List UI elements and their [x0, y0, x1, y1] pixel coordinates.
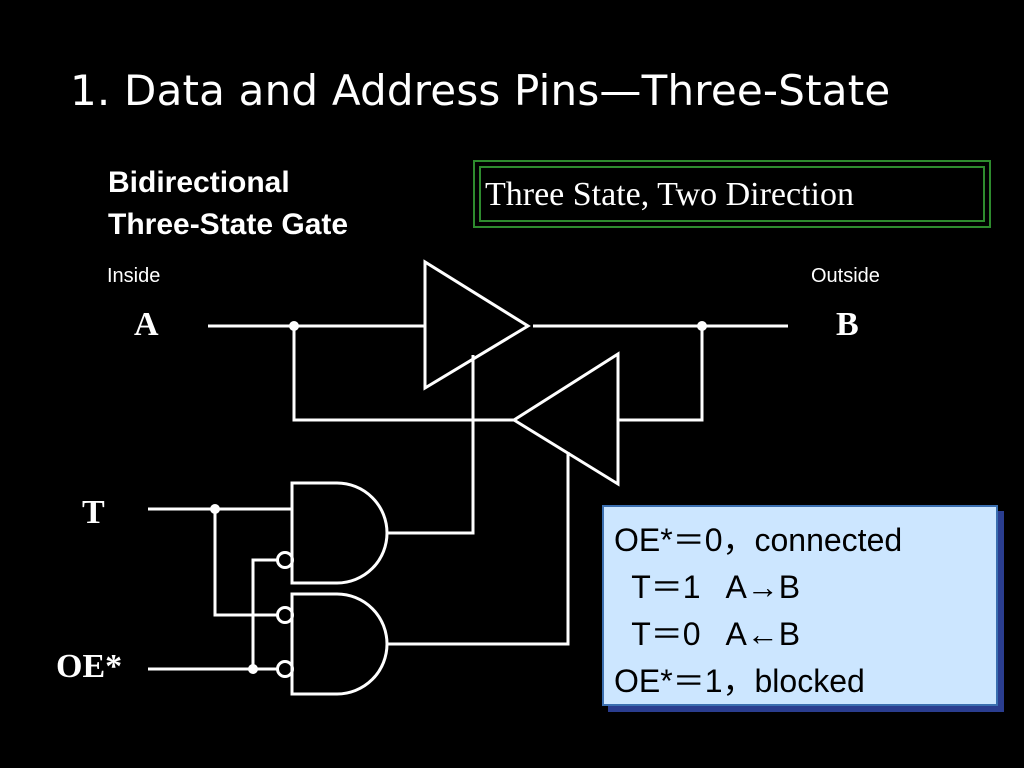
slide-title: 1. Data and Address Pins—Three-State: [70, 66, 891, 115]
truth-line-3: T＝0 A←B: [614, 616, 801, 652]
subtitle-line-2: Three-State Gate: [108, 208, 349, 241]
tri-state-buffer-b-to-a: [511, 351, 620, 487]
caption-inner-border: [479, 166, 985, 222]
input-t-label: T: [82, 494, 105, 531]
inverter-bubble-lower-t: [276, 606, 294, 624]
junction-t: [210, 504, 220, 514]
truth-line-4: OE*＝1，blocked: [614, 663, 865, 699]
diagram-subtitle: Bidirectional Three-State Gate: [108, 162, 348, 246]
pin-b-label: B: [836, 306, 859, 343]
subtitle-line-1: Bidirectional: [108, 166, 290, 199]
wire-enable-a-to-b: [387, 355, 475, 535]
pin-a-label: A: [134, 306, 159, 343]
truth-table-box: OE*＝0，connected T＝1 A→B T＝0 A←B OE*＝1，bl…: [602, 505, 998, 706]
boxed-caption: Three State, Two Direction: [473, 160, 991, 228]
inside-label: Inside: [107, 265, 161, 287]
truth-line-2: T＝1 A→B: [614, 569, 801, 605]
tri-state-buffer-a-to-b: [423, 259, 531, 391]
wire-t-branch: [213, 509, 278, 617]
wire-loop-right: [618, 326, 704, 422]
and-gate-lower: [290, 592, 389, 696]
and-gate-upper: [290, 481, 389, 585]
junction-b: [697, 321, 707, 331]
truth-line-1: OE*＝0，connected: [614, 522, 903, 558]
caption-text: Three State, Two Direction: [485, 176, 854, 213]
outside-label: Outside: [811, 265, 880, 287]
wire-loop-left: [292, 326, 514, 422]
wire-oe-branch: [251, 558, 278, 669]
input-oe-label: OE*: [56, 648, 123, 685]
wire-enable-b-to-a: [387, 452, 570, 646]
inverter-bubble-upper: [276, 551, 294, 569]
junction-oe: [248, 664, 258, 674]
inverter-bubble-lower-oe: [276, 660, 294, 678]
junction-a: [289, 321, 299, 331]
